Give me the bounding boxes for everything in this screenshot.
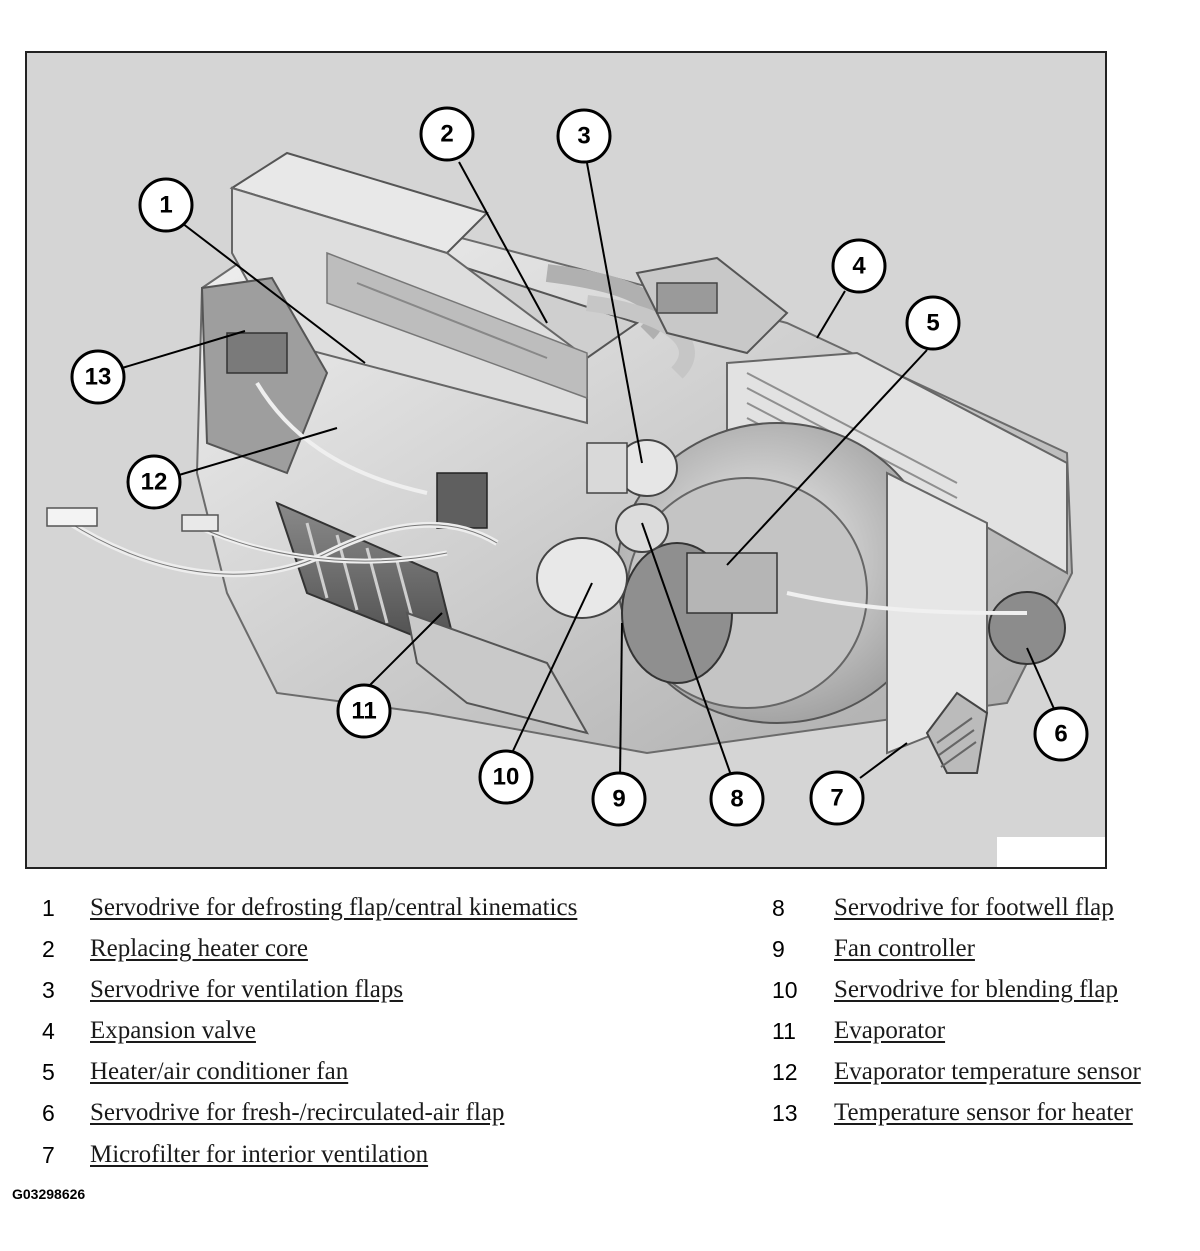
legend-item-2: 2 Replacing heater core — [0, 931, 308, 967]
callout-11: 11 — [336, 683, 392, 739]
callout-9: 9 — [591, 771, 647, 827]
callout-13-label: 13 — [85, 364, 112, 391]
callout-12-label: 12 — [141, 469, 168, 496]
legend-item-13: 13 Temperature sensor for heater — [0, 1095, 1133, 1131]
legend-number: 6 — [42, 1099, 55, 1126]
legend-number: 2 — [42, 935, 55, 962]
callout-4: 4 — [831, 238, 887, 294]
callout-3-label: 3 — [577, 123, 590, 150]
callout-2-label: 2 — [440, 121, 453, 148]
callout-4-label: 4 — [852, 253, 866, 280]
legend-link[interactable]: Servodrive for ventilation flaps — [90, 976, 404, 1003]
legend-item-7: 7 Microfilter for interior ventilation — [0, 1137, 428, 1173]
callout-10-label: 10 — [493, 764, 520, 791]
legend-number: 11 — [772, 1017, 796, 1044]
legend-link[interactable]: Servodrive for blending flap — [834, 976, 1118, 1003]
legend-number: 7 — [42, 1141, 55, 1168]
legend-number: 13 — [772, 1099, 798, 1126]
callout-3: 3 — [556, 108, 612, 164]
callout-12: 12 — [126, 454, 182, 510]
legend-number: 8 — [772, 894, 785, 921]
legend-link[interactable]: Replacing heater core — [90, 935, 308, 962]
callout-6: 6 — [1033, 706, 1089, 762]
legend-link[interactable]: Expansion valve — [90, 1017, 256, 1044]
legend-item-9: 9 Fan controller — [0, 931, 975, 967]
callout-11-label: 11 — [351, 698, 376, 725]
legend-item-6: 6 Servodrive for fresh-/recirculated-air… — [0, 1095, 504, 1131]
legend-number: 10 — [772, 976, 798, 1003]
legend-link[interactable]: Heater/air conditioner fan — [90, 1058, 349, 1085]
legend-number: 4 — [42, 1017, 55, 1044]
callout-7-label: 7 — [830, 785, 843, 812]
callout-1: 1 — [138, 177, 194, 233]
callout-5: 5 — [905, 295, 961, 351]
legend-link[interactable]: Evaporator — [834, 1017, 946, 1044]
legend-link[interactable]: Servodrive for footwell flap — [834, 894, 1114, 921]
legend-item-11: 11 Evaporator — [0, 1013, 945, 1049]
legend-item-5: 5 Heater/air conditioner fan — [0, 1054, 348, 1090]
callout-5-label: 5 — [926, 310, 939, 337]
corner-mask — [997, 837, 1105, 867]
figure-id: G03298626 — [12, 1186, 86, 1202]
callout-8-label: 8 — [730, 786, 743, 813]
hvac-unit-illustration: 1 2 3 4 5 6 7 8 — [46, 106, 1089, 827]
component-diagram: 1 2 3 4 5 6 7 8 — [25, 51, 1107, 869]
legend-item-8: 8 Servodrive for footwell flap — [0, 890, 1114, 926]
callout-8: 8 — [709, 771, 765, 827]
servodrives — [536, 439, 1066, 774]
legend-number: 12 — [772, 1058, 798, 1085]
legend-number: 1 — [42, 894, 55, 921]
legend-item-1: 1 Servodrive for defrosting flap/central… — [0, 890, 577, 926]
legend-link[interactable]: Servodrive for defrosting flap/central k… — [90, 894, 578, 921]
legend-link[interactable]: Microfilter for interior ventilation — [90, 1141, 429, 1168]
legend-link[interactable]: Evaporator temperature sensor — [834, 1058, 1141, 1085]
callout-9-label: 9 — [612, 786, 625, 813]
leader-lines — [121, 161, 1056, 779]
callout-13: 13 — [70, 349, 126, 405]
legend-item-4: 4 Expansion valve — [0, 1013, 256, 1049]
legend-item-12: 12 Evaporator temperature sensor — [0, 1054, 1141, 1090]
legend-link[interactable]: Fan controller — [834, 935, 975, 962]
legend-item-3: 3 Servodrive for ventilation flaps — [0, 972, 403, 1008]
wiring-harness — [46, 381, 1028, 615]
callout-7: 7 — [809, 770, 865, 826]
legend-link[interactable]: Temperature sensor for heater — [834, 1099, 1133, 1126]
callout-6-label: 6 — [1054, 721, 1067, 748]
callout-2: 2 — [419, 106, 475, 162]
legend-number: 5 — [42, 1058, 55, 1085]
legend-number: 3 — [42, 976, 55, 1003]
callout-10: 10 — [478, 749, 534, 805]
legend-link[interactable]: Servodrive for fresh-/recirculated-air f… — [90, 1099, 505, 1126]
legend-item-10: 10 Servodrive for blending flap — [0, 972, 1118, 1008]
callout-1-label: 1 — [159, 192, 172, 219]
legend-number: 9 — [772, 935, 785, 962]
